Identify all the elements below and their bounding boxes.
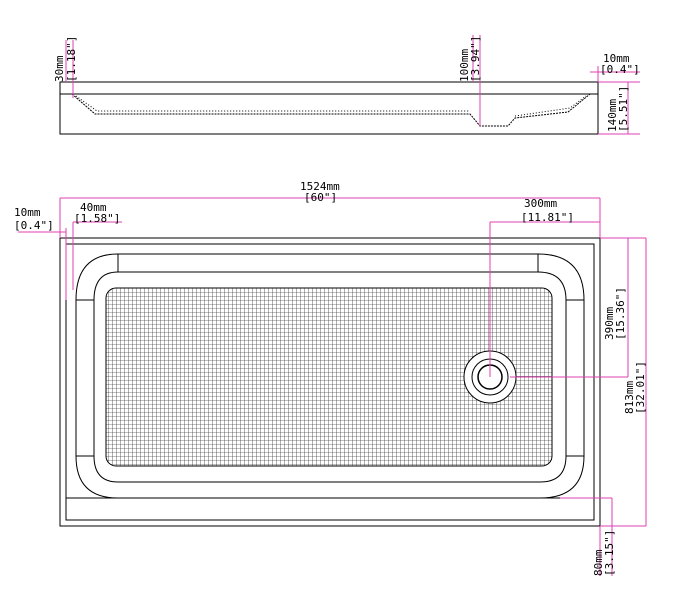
top-flange-mm-label: 80mm [592,549,605,576]
side-outline [59,81,599,135]
side-rim-mm-label: 10mm [603,52,630,65]
side-left-thickness-in-label: [1.18"] [65,36,78,82]
top-length-mm-label: 1524mm [300,180,340,193]
top-left-edge-dim [18,228,67,300]
side-left-thickness-dim [65,40,74,98]
top-drain-x-mm-label: 300mm [524,197,557,210]
top-wall-dim [72,221,122,290]
side-height-dim [598,81,640,135]
top-left-edge-in-label: [0.4"] [14,219,54,232]
side-drain-depth-in-label: [3.94"] [469,36,482,82]
side-height-in-label: [5.51"] [617,86,630,132]
top-corner-lines [76,254,584,457]
top-drain-x-in-label: [11.81"] [521,211,574,224]
top-length-in-label: [60"] [304,191,337,204]
top-left-edge-mm-label: 10mm [14,206,41,219]
side-drain-depth-dim [472,35,481,126]
side-drain-depth-mm-label: 100mm [458,49,471,82]
side-basin-inner [75,95,587,117]
top-width-dim [600,237,647,527]
top-basin-inner [93,271,567,483]
top-view: 1524mm [60"] 10mm [0.4"] 40mm [1.58"] 30… [14,180,647,576]
side-view: 30mm [1.18"] 100mm [3.94"] 10mm [0.4"] 1… [53,35,640,135]
top-wall-in-label: [1.58"] [74,212,120,225]
top-drain-y-mm-label: 390mm [603,307,616,340]
top-width-in-label: [32.01"] [634,361,647,414]
top-outer-outline [59,237,601,527]
top-drain-y-in-label: [15.36"] [614,287,627,340]
side-basin-profile [71,93,591,127]
top-inner-rim [65,243,595,521]
top-width-mm-label: 813mm [623,381,636,414]
side-height-mm-label: 140mm [606,99,619,132]
top-basin-outer [75,253,585,499]
top-length-dim [59,197,601,238]
side-rim-dim [590,66,640,82]
top-flange-dim [560,497,613,576]
top-wall-mm-label: 40mm [80,201,107,214]
side-left-thickness-mm-label: 30mm [53,55,66,82]
top-flange-in-label: [3.15"] [603,530,616,576]
side-rim-in-label: [0.4"] [600,63,640,76]
top-drain-x-dim [489,221,600,377]
